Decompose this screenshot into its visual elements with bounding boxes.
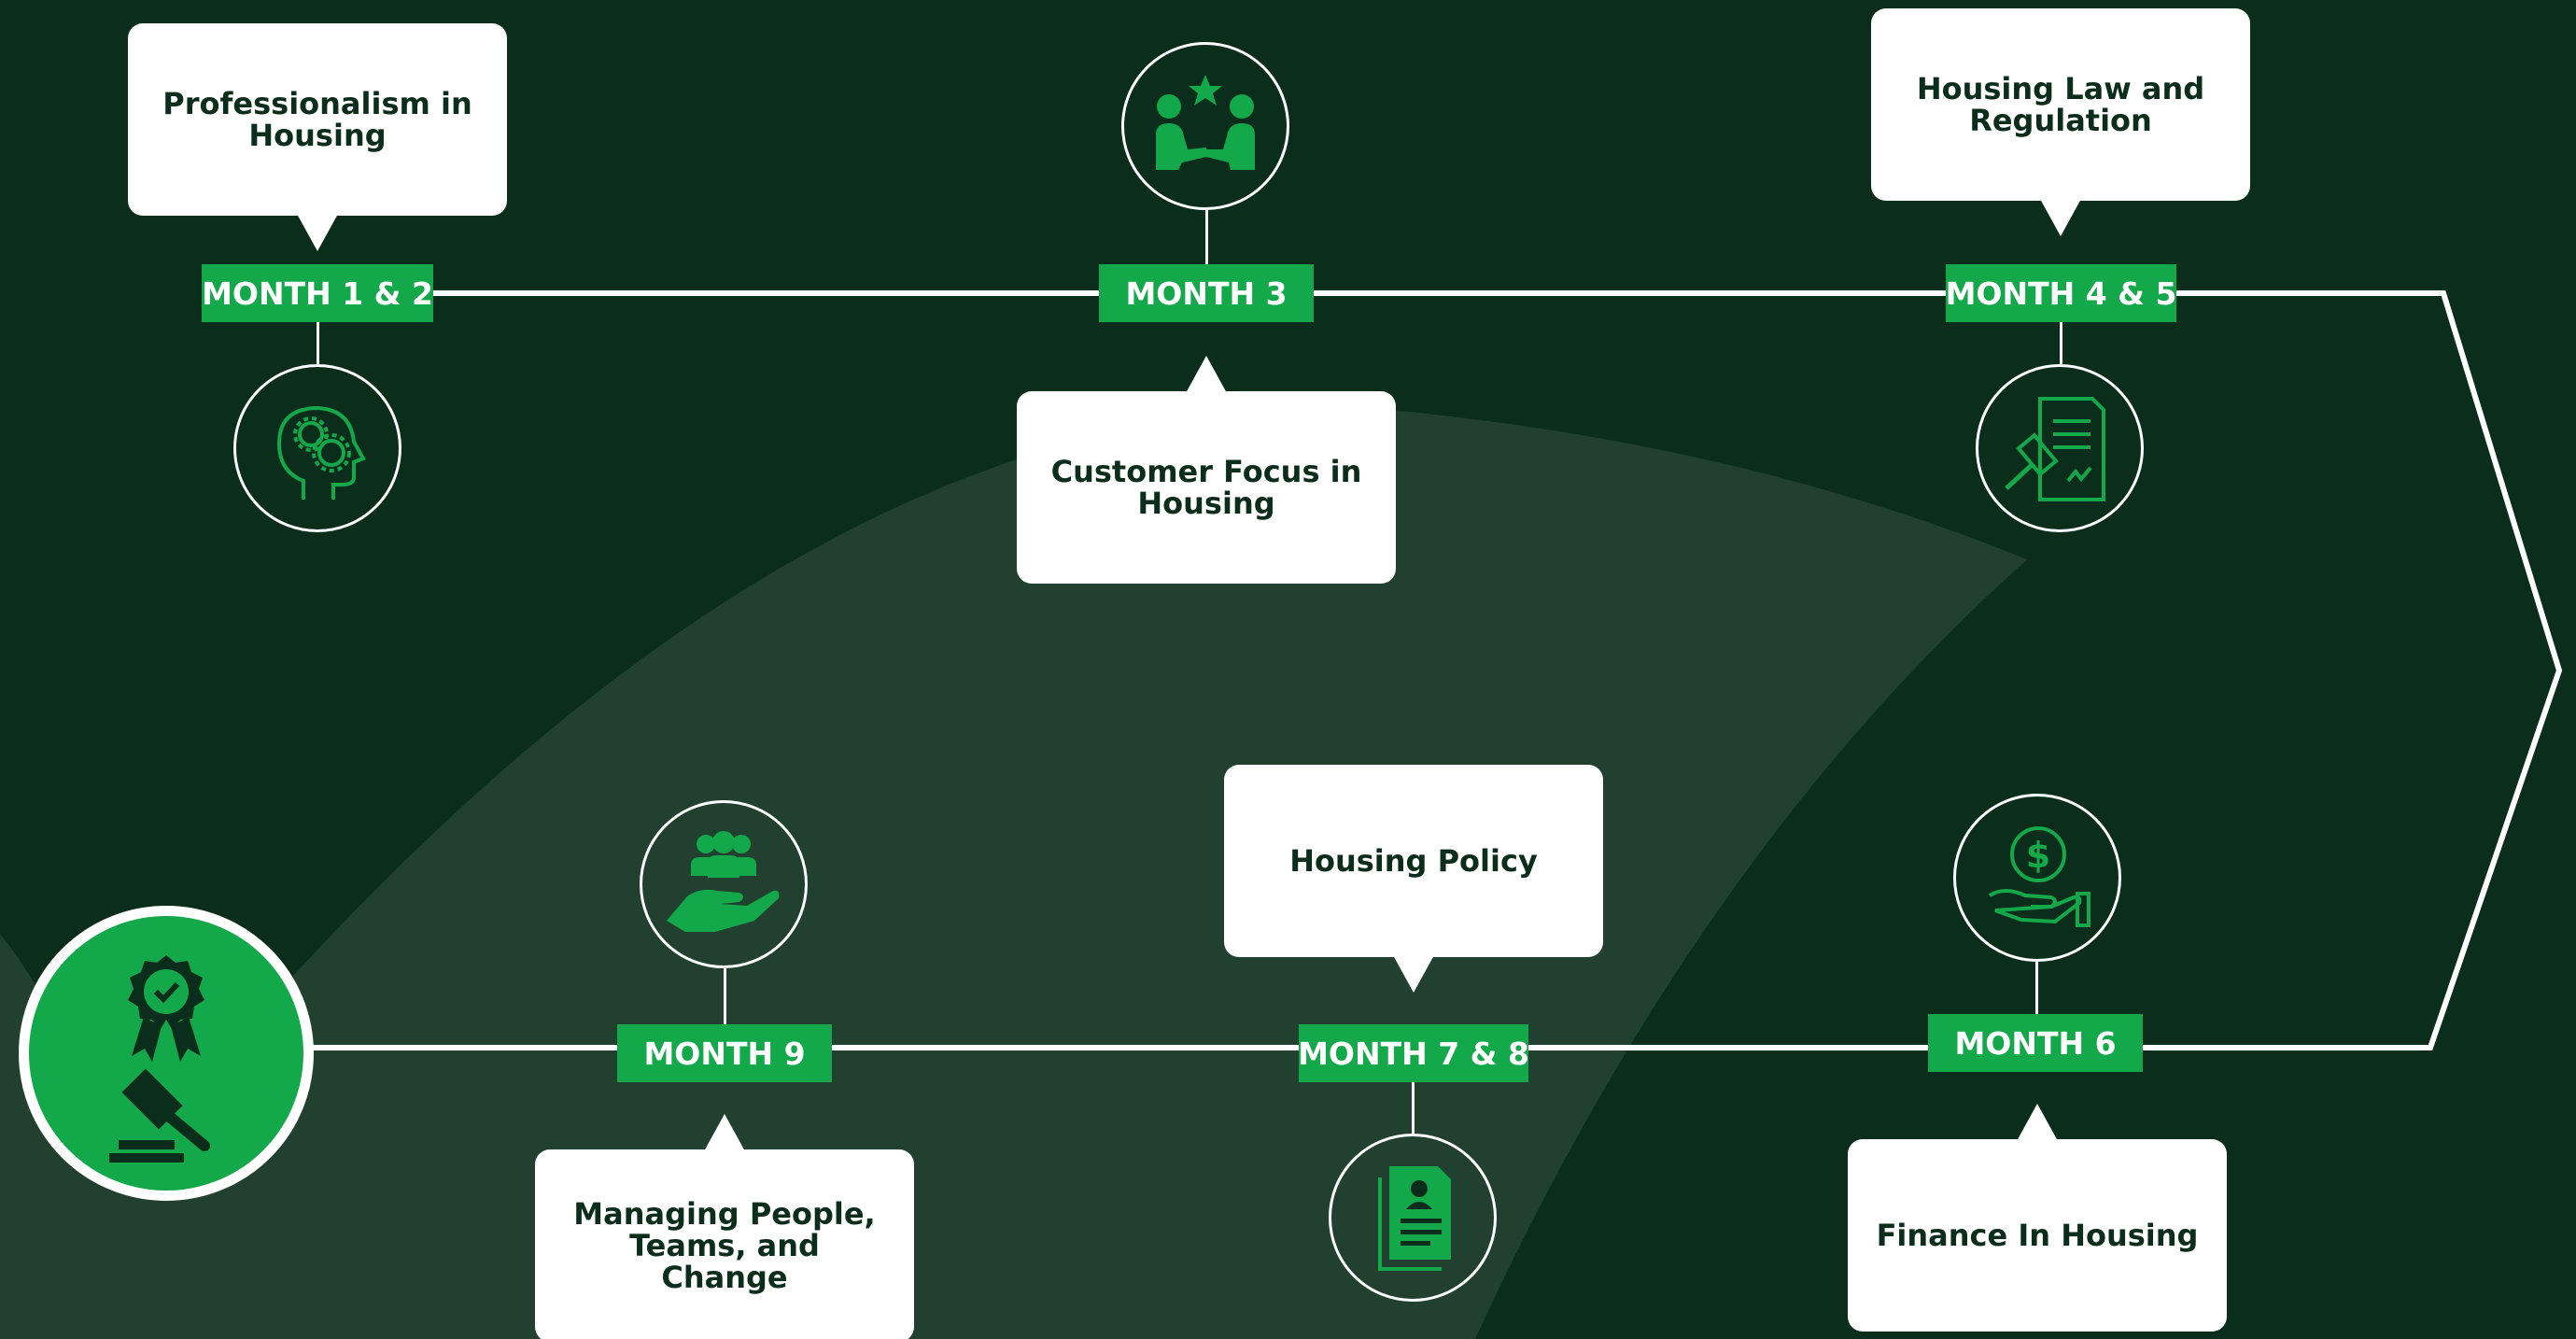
policy-document-icon xyxy=(1329,1134,1497,1302)
course-bubble-housing-law: Housing Law and Regulation xyxy=(1871,8,2250,236)
connector-line xyxy=(317,317,319,364)
month-badge-9: MONTH 9 xyxy=(617,1024,832,1082)
timeline-path xyxy=(191,290,2563,1050)
course-title: Finance In Housing xyxy=(1876,1218,2199,1253)
connector-line xyxy=(2035,962,2038,1018)
course-title: Professionalism in Housing xyxy=(162,86,472,153)
month-badge-6: MONTH 6 xyxy=(1928,1014,2143,1072)
month-badge-7-8: MONTH 7 & 8 xyxy=(1298,1024,1529,1082)
course-title: Housing Law and Regulation xyxy=(1916,71,2205,138)
course-title: Housing Policy xyxy=(1289,843,1538,879)
course-bubble-finance: Finance In Housing xyxy=(1848,1104,2227,1332)
svg-text:$: $ xyxy=(2026,835,2050,876)
start-circle xyxy=(19,906,314,1201)
connector-line xyxy=(1205,210,1208,266)
course-bubble-professionalism: Professionalism in Housing xyxy=(128,23,507,251)
law-document-gavel-icon xyxy=(1976,364,2144,532)
course-title: Managing People, Teams, and Change xyxy=(573,1196,876,1295)
course-bubble-customer-focus: Customer Focus in Housing xyxy=(1017,356,1396,584)
connector-line xyxy=(2060,322,2062,364)
connector-line xyxy=(1412,1082,1415,1134)
course-bubble-housing-policy: Housing Policy xyxy=(1224,765,1603,993)
award-rosette-icon xyxy=(128,955,204,1062)
hand-money-icon: $ xyxy=(1953,794,2121,962)
month-badge-1-2: MONTH 1 & 2 xyxy=(202,264,433,322)
gavel-icon xyxy=(109,1068,210,1163)
connector-line xyxy=(724,968,726,1027)
course-title: Customer Focus in Housing xyxy=(1050,454,1362,521)
hand-team-icon xyxy=(640,800,808,968)
month-badge-4-5: MONTH 4 & 5 xyxy=(1946,264,2176,322)
head-gears-icon xyxy=(233,364,401,532)
handshake-people-icon xyxy=(1121,42,1289,210)
course-bubble-managing-people: Managing People, Teams, and Change xyxy=(535,1114,914,1339)
month-badge-3: MONTH 3 xyxy=(1099,264,1314,322)
